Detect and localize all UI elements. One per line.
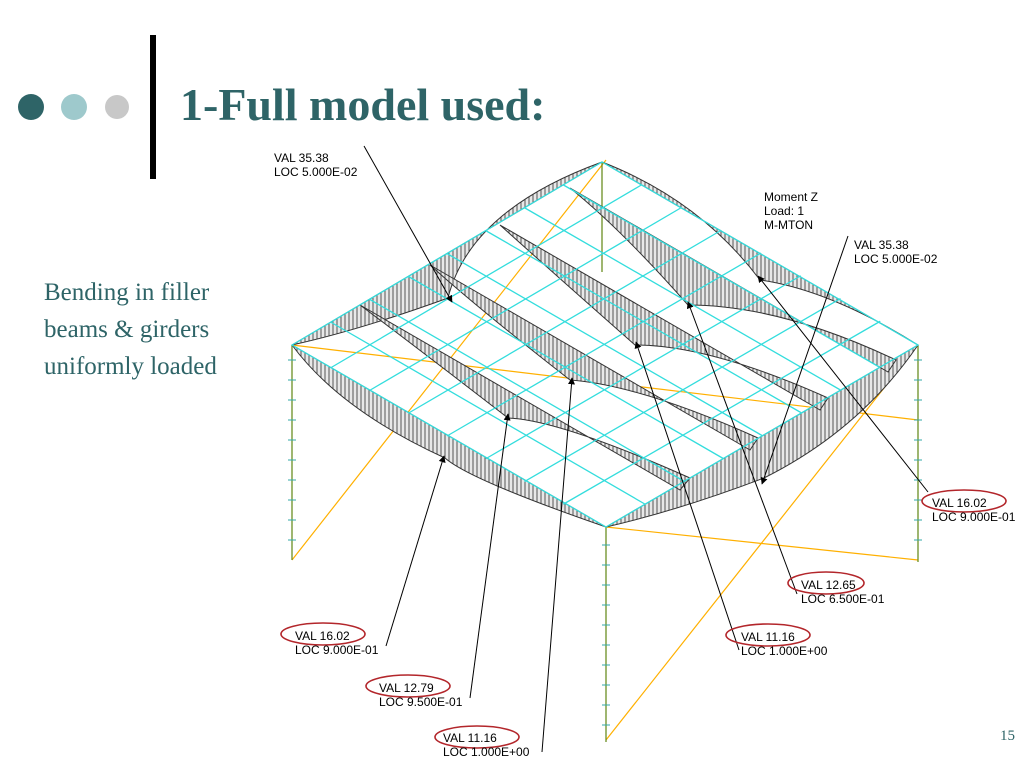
column-ticks (288, 359, 922, 726)
callout-loc: LOC 9.500E-01 (379, 695, 463, 709)
leader-lines (363, 145, 929, 753)
callout-val: VAL 35.38 (854, 238, 909, 252)
callout-label: VAL 35.38 LOC 5.000E-02 (274, 151, 357, 179)
callout-label: VAL 12.79 LOC 9.500E-01 (379, 681, 462, 709)
legend-line: M-MTON (764, 218, 814, 232)
callout-label: VAL 11.16 LOC 1.000E+00 (741, 630, 827, 658)
callout-label: VAL 11.16 LOC 1.000E+00 (443, 731, 529, 759)
callout-val: VAL 11.16 (443, 731, 497, 745)
slab-mesh (290, 161, 920, 528)
callout-loc: LOC 6.500E-01 (801, 592, 885, 606)
callout-loc: LOC 5.000E-02 (854, 252, 938, 266)
callout-label: VAL 16.02 LOC 9.000E-01 (932, 496, 1015, 524)
side-description: Bending in filler beams & girders unifor… (44, 274, 274, 385)
slide-number: 15 (1000, 728, 1015, 744)
highlight-ellipses (280, 489, 1007, 749)
legend-line: Load: 1 (764, 204, 805, 218)
callout-val: VAL 16.02 (295, 629, 350, 643)
callout-label: VAL 35.38 LOC 5.000E-02 (854, 238, 937, 266)
slide-title: 1-Full model used: (180, 79, 546, 130)
callout-loc: LOC 5.000E-02 (274, 165, 358, 179)
callout-val: VAL 35.38 (274, 151, 329, 165)
columns (291, 162, 919, 742)
callout-loc: LOC 9.000E-01 (295, 643, 379, 657)
callout-loc: LOC 1.000E+00 (741, 644, 828, 658)
moment-legend: Moment Z Load: 1 M-MTON (764, 190, 818, 232)
title-divider (150, 35, 156, 179)
dot-light (105, 95, 129, 119)
decorative-dots (0, 0, 140, 140)
legend-line: Moment Z (764, 190, 819, 204)
side-text-line: uniformly loaded (44, 353, 217, 380)
side-text-line: Bending in filler (44, 279, 210, 306)
callout-val: VAL 12.65 (801, 578, 856, 592)
callout-loc: LOC 1.000E+00 (443, 745, 530, 759)
callout-loc: LOC 9.000E-01 (932, 510, 1016, 524)
side-text-line: beams & girders (44, 316, 210, 343)
callout-val: VAL 11.16 (741, 630, 795, 644)
callout-val: VAL 12.79 (379, 681, 434, 695)
dot-dark (18, 94, 44, 120)
callout-label: VAL 16.02 LOC 9.000E-01 (295, 629, 378, 657)
callout-val: VAL 16.02 (932, 496, 987, 510)
dot-mid (61, 94, 87, 120)
callout-label: VAL 12.65 LOC 6.500E-01 (801, 578, 884, 606)
